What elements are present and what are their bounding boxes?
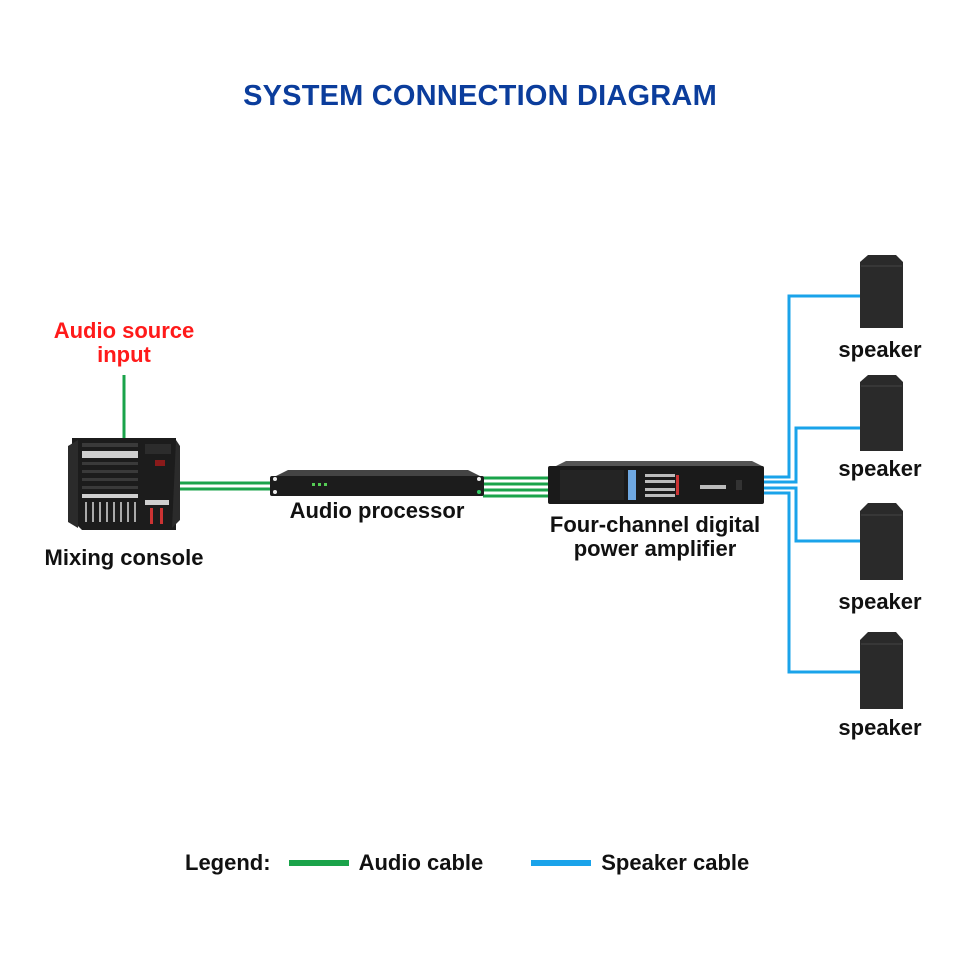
diagram-title: SYSTEM CONNECTION DIAGRAM bbox=[243, 80, 717, 112]
power-amplifier-label: Four-channel digital power amplifier bbox=[520, 513, 790, 561]
audio-processor-icon[interactable] bbox=[270, 470, 484, 496]
audio-cables bbox=[122, 375, 548, 498]
speaker-icon-4[interactable] bbox=[860, 632, 903, 709]
speaker-cables bbox=[762, 294, 860, 674]
audio-processor-label: Audio processor bbox=[289, 498, 465, 523]
speaker-icon-2[interactable] bbox=[860, 375, 903, 451]
mixing-console-label: Mixing console bbox=[44, 545, 204, 570]
speaker-label-3: speaker bbox=[838, 589, 922, 614]
power-amplifier-label-line2: power amplifier bbox=[573, 536, 737, 561]
audio-source-label-line2: input bbox=[97, 342, 151, 367]
speaker-cable-4 bbox=[762, 491, 860, 674]
speaker-cable-3 bbox=[762, 486, 860, 543]
legend-audio-cable-swatch bbox=[288, 860, 349, 866]
speaker-cable-2 bbox=[762, 426, 860, 484]
speaker-icon-1[interactable] bbox=[860, 255, 903, 328]
legend-speaker-cable-label: Speaker cable bbox=[601, 850, 750, 875]
audio-source-label: Audio source input bbox=[24, 319, 224, 367]
legend-heading: Legend: bbox=[185, 850, 271, 875]
legend: Legend: Audio cable Speaker cable bbox=[185, 848, 749, 878]
audio-source-label-line1: Audio source bbox=[53, 318, 195, 343]
speaker-icon-3[interactable] bbox=[860, 503, 903, 580]
speaker-label-2: speaker bbox=[838, 456, 922, 481]
power-amplifier-label-line1: Four-channel digital bbox=[549, 512, 761, 537]
speaker-cable-1 bbox=[762, 294, 860, 479]
power-amplifier-icon[interactable] bbox=[548, 461, 764, 504]
speaker-label-1: speaker bbox=[838, 337, 922, 362]
speaker-label-4: speaker bbox=[838, 715, 922, 740]
mixing-console-icon[interactable] bbox=[68, 438, 180, 530]
legend-speaker-cable-swatch bbox=[531, 860, 592, 866]
legend-audio-cable-label: Audio cable bbox=[358, 850, 484, 875]
